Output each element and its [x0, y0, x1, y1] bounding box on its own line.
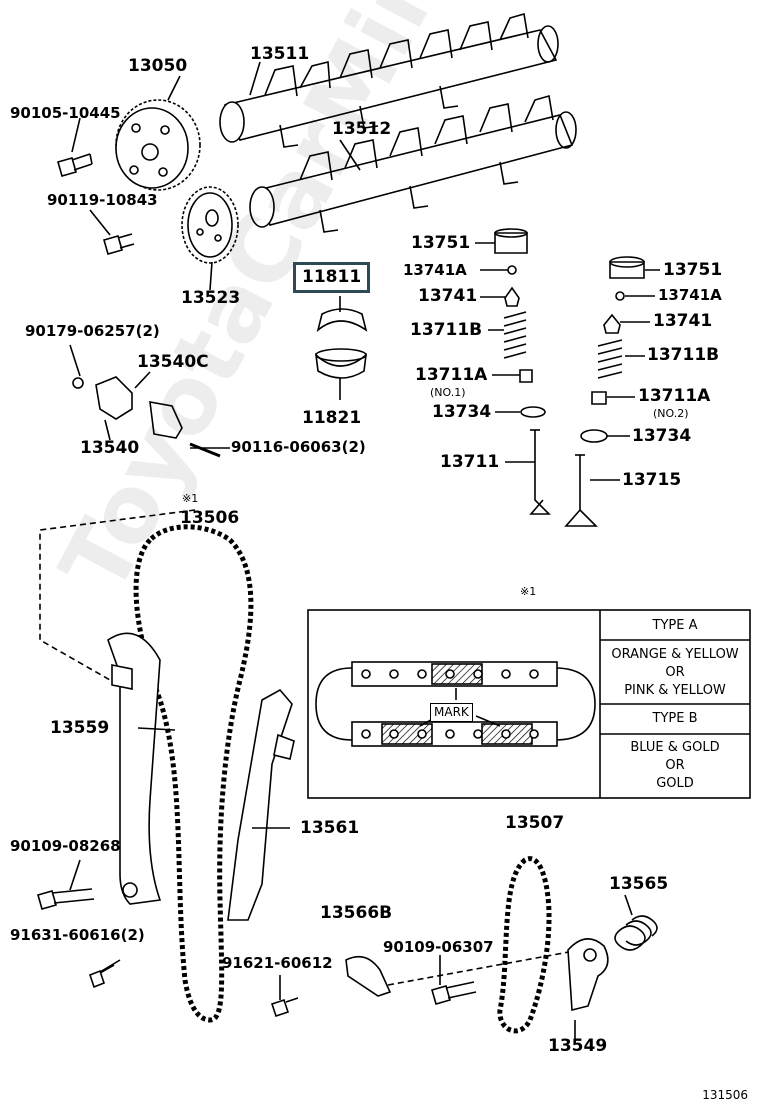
type-a-color-1: ORANGE & YELLOW [611, 647, 739, 662]
camshaft-13512 [249, 94, 577, 233]
label-13512[interactable]: 13512 [332, 119, 392, 139]
bolt-90119 [103, 233, 135, 255]
label-ref-1: ※1 [182, 492, 199, 505]
label-13741A-left[interactable]: 13741A [403, 261, 467, 279]
label-91621-60612[interactable]: 91621-60612 [222, 954, 333, 972]
lifter-13751-left [494, 228, 528, 254]
label-13741-right[interactable]: 13741 [653, 311, 713, 331]
label-no1: (NO.1) [430, 386, 466, 399]
label-13540C[interactable]: 13540C [137, 352, 209, 372]
timing-chain-13507 [497, 856, 552, 1034]
mark-label: MARK [430, 703, 473, 722]
label-13711[interactable]: 13711 [440, 452, 500, 472]
label-13734-left[interactable]: 13734 [432, 402, 492, 422]
camshaft-13511 [219, 12, 559, 148]
label-90105-10445[interactable]: 90105-10445 [10, 104, 121, 122]
label-90119-10843[interactable]: 90119-10843 [47, 191, 158, 209]
label-13549[interactable]: 13549 [548, 1036, 608, 1056]
bearing-11821 [314, 348, 368, 379]
tensioner-arm-13549 [567, 938, 609, 1012]
label-13751-right[interactable]: 13751 [663, 260, 723, 280]
valve-13711 [529, 429, 551, 515]
detail-ref: ※1 [520, 585, 537, 598]
label-13741A-right[interactable]: 13741A [658, 286, 722, 304]
type-b-header: TYPE B [652, 711, 698, 726]
label-11811-highlighted[interactable]: 11811 [293, 262, 371, 293]
type-b-color-or: OR [665, 758, 685, 773]
type-a-color-2: PINK & YELLOW [624, 683, 726, 698]
type-a-color-or: OR [665, 665, 685, 680]
bearing-11811 [316, 308, 368, 333]
bolt-90105 [57, 153, 93, 177]
label-13565[interactable]: 13565 [609, 874, 669, 894]
type-b-color-2: GOLD [656, 776, 694, 791]
bolt-90109-08268 [37, 888, 95, 910]
detail-box [307, 609, 751, 799]
label-90179-06257[interactable]: 90179-06257(2) [25, 322, 160, 340]
tensioner-13540 [72, 376, 221, 458]
sprocket-13523 [181, 186, 239, 264]
label-13711B-right[interactable]: 13711B [647, 345, 720, 365]
label-13506[interactable]: 13506 [180, 508, 240, 528]
valve-13715 [564, 454, 598, 527]
label-13711B-left[interactable]: 13711B [410, 320, 483, 340]
label-90109-08268[interactable]: 90109-08268 [10, 837, 121, 855]
label-13741-left[interactable]: 13741 [418, 286, 478, 306]
label-13540[interactable]: 13540 [80, 438, 140, 458]
label-13561[interactable]: 13561 [300, 818, 360, 838]
label-11821[interactable]: 11821 [302, 408, 362, 428]
label-13507[interactable]: 13507 [505, 813, 565, 833]
lifter-13751-right [609, 256, 645, 279]
label-90109-06307[interactable]: 90109-06307 [383, 938, 494, 956]
label-13751-left[interactable]: 13751 [411, 233, 471, 253]
type-a-header: TYPE A [652, 618, 698, 633]
chain-guide-13559 [107, 632, 162, 905]
chain-guide-13566B [345, 955, 392, 997]
label-13711A-left[interactable]: 13711A [415, 365, 488, 385]
label-13523[interactable]: 13523 [181, 288, 241, 308]
label-13559[interactable]: 13559 [50, 718, 110, 738]
label-13566B[interactable]: 13566B [320, 903, 393, 923]
diagram-code: 131506 [702, 1088, 748, 1102]
spring-13565 [614, 915, 658, 951]
label-91631-60616[interactable]: 91631-60616(2) [10, 926, 145, 944]
type-b-color-1: BLUE & GOLD [630, 740, 720, 755]
label-no2: (NO.2) [653, 407, 689, 420]
label-13050[interactable]: 13050 [128, 56, 188, 76]
vvt-gear-13050 [115, 99, 201, 191]
label-13711A-right[interactable]: 13711A [638, 386, 711, 406]
label-13734-right[interactable]: 13734 [632, 426, 692, 446]
label-13715[interactable]: 13715 [622, 470, 682, 490]
timing-chain-13506 [133, 524, 254, 1023]
label-90116-06063[interactable]: 90116-06063(2) [231, 438, 366, 456]
chain-slipper-13561 [227, 688, 295, 921]
label-13511[interactable]: 13511 [250, 44, 310, 64]
